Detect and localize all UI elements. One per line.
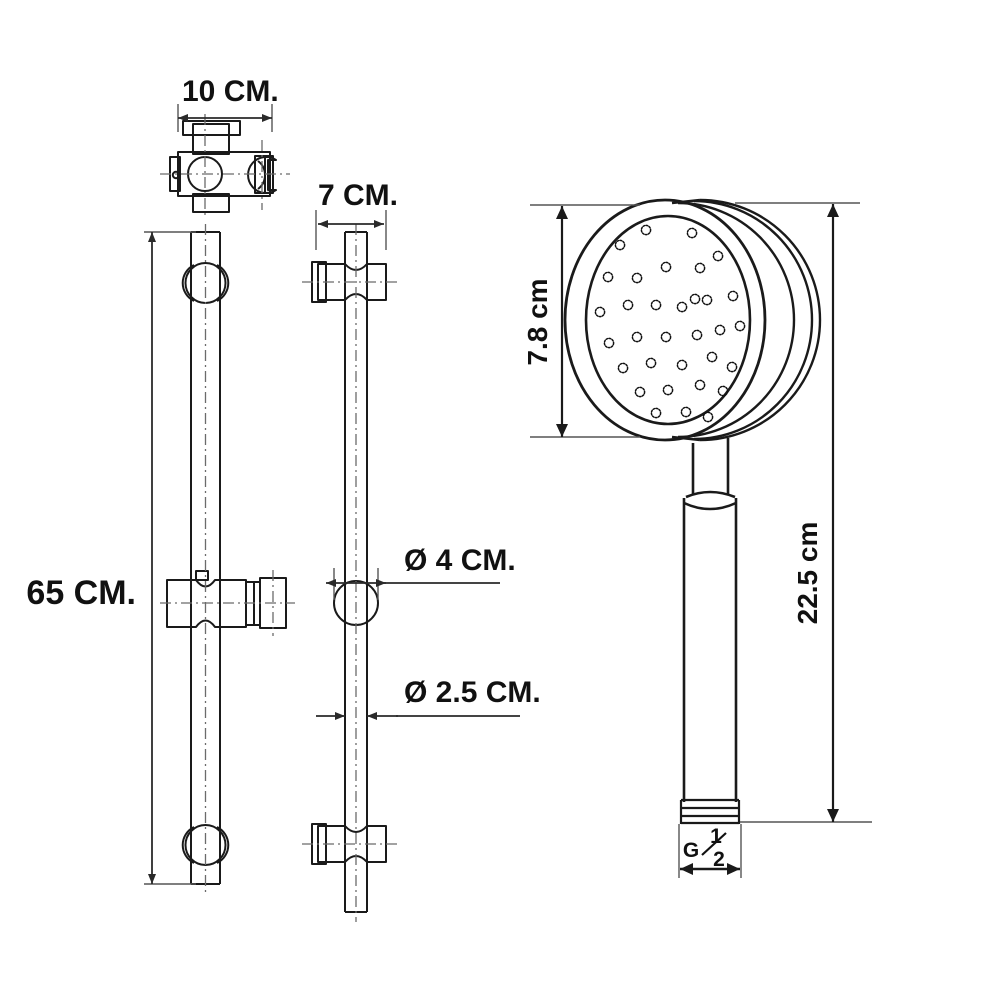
dimension-shower-length: 22.5 cm <box>735 202 872 823</box>
dimension-label-225cm: 22.5 cm <box>792 522 823 625</box>
slide-bar-top-view <box>160 104 290 218</box>
slider-set-screw <box>195 570 209 581</box>
dimension-bracket-width: 10 CM. <box>178 75 279 122</box>
dimension-head-diameter: 7.8 cm <box>522 204 640 438</box>
bracket-screw-dot <box>171 170 181 180</box>
side-upper-fitting <box>317 263 387 301</box>
dimension-side-width: 7 CM. <box>318 179 398 228</box>
shower-thread-rings <box>679 798 741 825</box>
shower-head-rim-ring-3 <box>699 198 822 442</box>
thread-fraction-slash <box>701 832 727 856</box>
dimension-thread-size: G 1 2 <box>678 824 742 878</box>
shower-length-extension-lines <box>735 202 872 823</box>
bracket-lower-neck <box>192 193 230 213</box>
dimension-bar-diameter: Ø 2.5 CM. <box>316 676 541 720</box>
side-view-extension-lines <box>315 210 387 250</box>
side-lower-fitting <box>317 825 387 863</box>
dimension-label-65cm: 65 CM. <box>26 574 136 612</box>
shower-head-face-rim <box>584 214 752 426</box>
dimension-label-dia25: Ø 2.5 CM. <box>404 676 541 709</box>
shower-handle-collar <box>683 501 737 511</box>
dimension-label-thread-prefix: G <box>683 839 699 862</box>
dimension-label-thread-denominator: 2 <box>713 848 725 871</box>
bracket-neck <box>192 123 230 155</box>
bar-lower-ring-inner-right <box>216 826 230 864</box>
dimension-knob-diameter: Ø 4 CM. <box>326 544 516 600</box>
bracket-c-clamp <box>247 156 277 194</box>
head-extension-lines <box>530 204 640 438</box>
top-view-center-lines <box>160 114 290 218</box>
bar-upper-ring-inner-right <box>216 264 230 302</box>
side-view-center-lines <box>302 224 398 922</box>
dimension-label-7cm: 7 CM. <box>318 179 398 212</box>
shower-head-rim-ring-2 <box>693 199 814 441</box>
dimension-label-10cm: 10 CM. <box>182 75 279 108</box>
bar-lower-ring-inner-left <box>181 826 195 864</box>
bar-upper-ring-inner-left <box>181 264 195 302</box>
dimension-label-78cm: 7.8 cm <box>522 278 553 365</box>
dimension-label-thread-numerator: 1 <box>710 825 722 848</box>
slide-bar-front-view <box>160 224 295 894</box>
dimension-bar-height: 65 CM. <box>26 231 196 885</box>
shower-head-rim-ring-1 <box>677 201 796 439</box>
slider-main-block <box>166 579 247 628</box>
shower-handle-sides <box>682 498 738 802</box>
front-view-center-lines <box>160 224 295 894</box>
dimension-label-dia4: Ø 4 CM. <box>404 544 516 577</box>
shower-neck-collar-top <box>685 490 736 499</box>
bracket-clamp-arc <box>257 160 266 190</box>
slide-bar-side-view <box>302 210 398 922</box>
thread-extension-lines <box>678 824 742 878</box>
